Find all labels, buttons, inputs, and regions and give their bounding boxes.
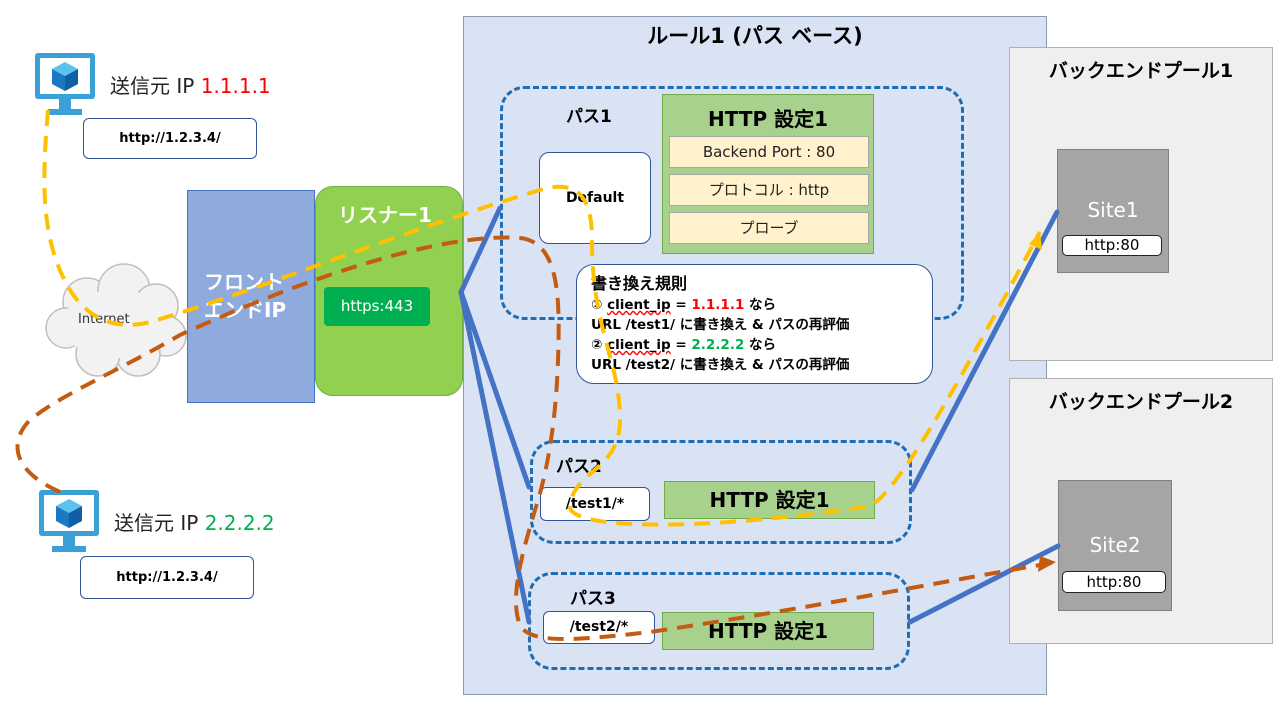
backend-pool-2-title: バックエンドプール2 xyxy=(1048,391,1234,413)
rule-title: ルール1 (パス ベース) xyxy=(647,24,863,48)
source-2-url: http://1.2.3.4/ xyxy=(80,556,254,599)
source-2-ip: 2.2.2.2 xyxy=(204,511,275,535)
rewrite-rule-1-key: client_ip xyxy=(607,297,671,313)
path-1-label: パス1 xyxy=(566,107,612,127)
listener-title: リスナー1 xyxy=(338,203,432,227)
source-2-label: 送信元 IP 2.2.2.2 xyxy=(114,507,275,536)
rewrite-rule-1-condition: ① client_ip = 1.1.1.1 なら xyxy=(591,295,932,315)
source-2-label-prefix: 送信元 IP xyxy=(114,511,205,535)
rewrite-rule-2-ip: 2.2.2.2 xyxy=(691,337,745,353)
rewrite-rule-2-suffix: なら xyxy=(744,337,777,353)
site-2-name: Site2 xyxy=(1089,533,1141,557)
rewrite-rule-2-eq: = xyxy=(670,337,692,353)
path-3-pattern: /test2/* xyxy=(543,611,655,644)
rewrite-rules-box: 書き換え規則 ① client_ip = 1.1.1.1 なら URL /tes… xyxy=(576,264,933,384)
rewrite-rule-2-num: ② xyxy=(591,337,603,353)
rewrite-rule-2-action: URL /test2/ に書き換え & パスの再評価 xyxy=(591,357,850,373)
source-1-ip: 1.1.1.1 xyxy=(200,74,271,98)
path-1-default: Default xyxy=(539,152,651,244)
http-settings-title: HTTP 設定1 xyxy=(707,107,829,131)
source-1-label-prefix: 送信元 IP xyxy=(110,74,201,98)
rewrite-rule-2-key: client_ip xyxy=(607,337,671,353)
rewrite-rule-1-suffix: なら xyxy=(744,297,777,313)
path-3-http-settings: HTTP 設定1 xyxy=(662,612,874,650)
path-2-http-settings: HTTP 設定1 xyxy=(664,481,875,519)
listener-port-badge: https:443 xyxy=(324,287,430,326)
path-3-label: パス3 xyxy=(570,589,616,609)
frontend-ip: フロント エンドIP xyxy=(187,190,315,403)
frontend-label-line1: フロント xyxy=(204,270,284,294)
http-item-port: Backend Port : 80 xyxy=(669,136,869,168)
path-2-http-title: HTTP 設定1 xyxy=(709,488,830,512)
rewrite-rules-title: 書き換え規則 xyxy=(591,274,688,293)
path-2-label: パス2 xyxy=(556,457,602,477)
source-1-url: http://1.2.3.4/ xyxy=(83,118,257,159)
site-2-port: http:80 xyxy=(1062,571,1166,593)
path-2-pattern: /test1/* xyxy=(540,487,650,521)
source-2-monitor-icon xyxy=(38,489,100,553)
frontend-label-line2: エンドIP xyxy=(204,298,287,322)
site-1-name: Site1 xyxy=(1087,198,1139,222)
site-1-port: http:80 xyxy=(1062,235,1162,256)
rewrite-rule-2-condition: ② client_ip = 2.2.2.2 なら xyxy=(591,335,932,355)
backend-pool-1-title: バックエンドプール1 xyxy=(1048,60,1234,82)
rewrite-rule-1-eq: = xyxy=(670,297,692,313)
source-1-monitor-icon xyxy=(34,52,96,116)
http-item-probe: プローブ xyxy=(669,212,869,244)
source-1-label: 送信元 IP 1.1.1.1 xyxy=(110,70,271,99)
rewrite-rule-1-action: URL /test1/ に書き換え & パスの再評価 xyxy=(591,317,850,333)
path-3-http-title: HTTP 設定1 xyxy=(707,619,829,643)
http-item-protocol: プロトコル : http xyxy=(669,174,869,206)
rewrite-rule-1-num: ① xyxy=(591,297,603,313)
internet-label: Internet xyxy=(78,312,130,327)
rewrite-rule-1-ip: 1.1.1.1 xyxy=(691,297,745,313)
